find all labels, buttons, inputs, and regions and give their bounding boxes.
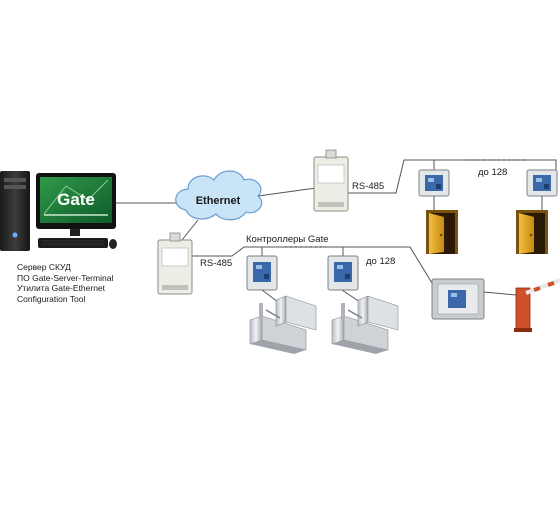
gate-controller-bottom-1 xyxy=(246,255,278,291)
connection-lines xyxy=(115,159,557,303)
server-workstation: Gate xyxy=(0,171,117,251)
mouse xyxy=(109,239,117,249)
pc-tower xyxy=(0,171,30,251)
door-handle xyxy=(529,233,533,237)
caption-line: Configuration Tool xyxy=(17,293,86,304)
monitor-stand xyxy=(70,229,80,236)
power-led xyxy=(12,232,18,238)
barrier-arm-stripe xyxy=(547,281,555,287)
boom-barrier xyxy=(514,278,560,332)
keyboard-keys xyxy=(42,240,104,245)
gate-controller-bottom-2 xyxy=(327,255,359,291)
screen-tagline xyxy=(44,214,108,216)
up-to-label-bottom: до 128 xyxy=(366,256,395,267)
link-ethernet-converter-bottom xyxy=(181,219,199,241)
door-2 xyxy=(516,210,548,254)
caption-line: Сервер СКУД xyxy=(17,262,71,272)
rs485-bus-top xyxy=(346,159,557,194)
gate-controller-top-1 xyxy=(418,169,450,197)
cloud-shape xyxy=(175,170,263,221)
link-ethernet-converter-top xyxy=(257,187,317,197)
barrier-base xyxy=(514,328,532,332)
tower-drive-bay xyxy=(4,178,26,182)
ethernet-rs485-converter-bottom xyxy=(157,232,193,295)
screen-decor xyxy=(43,179,109,215)
link-ctrl-turnstile-1 xyxy=(261,289,279,303)
turnstile-1 xyxy=(249,295,317,354)
door-1 xyxy=(426,210,458,254)
up-to-label-top: до 128 xyxy=(478,167,507,178)
rs485-label-top: RS-485 xyxy=(352,181,384,192)
door-handle xyxy=(439,233,443,237)
converter-base xyxy=(318,202,344,207)
door-leaf xyxy=(429,213,444,254)
barrier-controller-cabinet xyxy=(431,278,485,320)
tower-drive-bay-2 xyxy=(4,185,26,189)
ethernet-rs485-converter-top xyxy=(313,149,349,212)
link-ctrl-barrier xyxy=(483,291,517,296)
screen-logo: Gate xyxy=(57,190,95,209)
gate-controller-top-2 xyxy=(526,169,558,197)
controllers-label: Контроллеры Gate xyxy=(246,234,329,245)
converter-gland xyxy=(169,232,181,242)
barrier-arm xyxy=(525,278,560,295)
rs485-label-bottom: RS-485 xyxy=(200,258,232,269)
rs485-bus-bottom xyxy=(191,246,433,284)
keyboard xyxy=(38,238,108,248)
ethernet-cloud: Ethernet xyxy=(175,170,263,221)
converter-gland xyxy=(325,149,337,159)
server-caption: Сервер СКУД ПО Gate-Server-Terminal Утил… xyxy=(17,262,167,304)
converter-label-plate xyxy=(317,164,345,184)
caption-line: Утилита Gate-Ethernet xyxy=(17,283,106,294)
turnstile-2 xyxy=(331,295,399,354)
converter-base xyxy=(162,285,188,290)
link-ctrl-turnstile-2 xyxy=(341,289,361,303)
caption-line: ПО Gate-Server-Terminal xyxy=(17,272,114,283)
ethernet-label: Ethernet xyxy=(196,195,241,207)
door-leaf xyxy=(519,213,534,254)
converter-label-plate xyxy=(161,247,189,267)
barrier-arm-stripe xyxy=(533,286,541,292)
